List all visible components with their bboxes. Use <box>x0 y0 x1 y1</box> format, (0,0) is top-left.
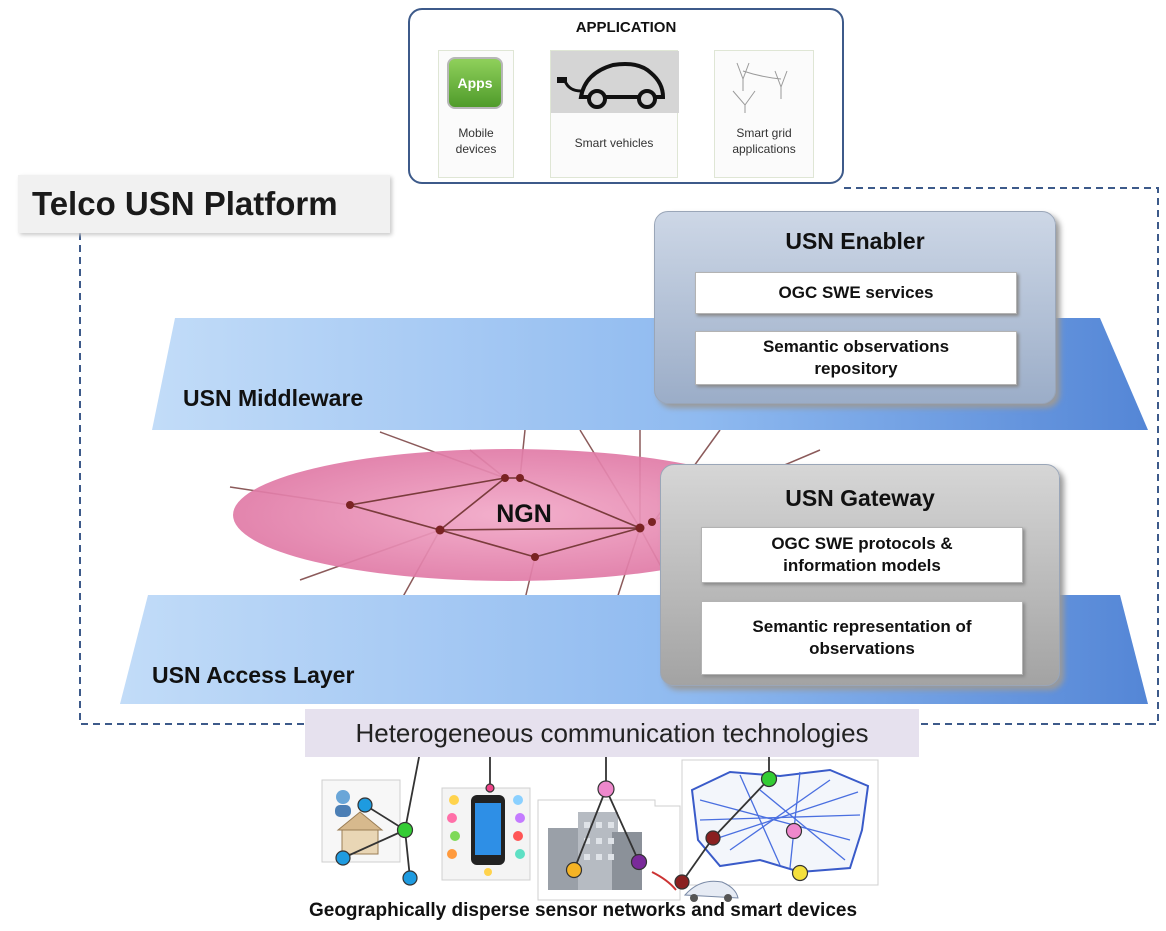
sensor-links <box>342 751 770 883</box>
semantic-observations-repository-box: Semantic observations repository <box>695 331 1017 385</box>
heterogeneous-banner: Heterogeneous communication technologies <box>305 709 919 757</box>
tile-mobile-devices-label: Mobile devices <box>455 126 497 156</box>
ngn-nodes <box>346 474 656 561</box>
tile-smart-vehicles: Smart vehicles <box>550 50 679 178</box>
ngn-label: NGN <box>496 500 552 528</box>
tile-smart-grid: Smart grid applications <box>714 50 814 178</box>
grid-icon <box>732 62 788 113</box>
application-box: APPLICATION Apps Mobile devices Smart ve… <box>408 8 844 184</box>
usn-enabler-title: USN Enabler <box>785 228 925 254</box>
car-icon <box>651 871 739 902</box>
house-icon <box>321 779 401 863</box>
platform-title: Telco USN Platform <box>18 175 390 233</box>
buildings-icon <box>537 799 681 901</box>
tile-mobile-devices: Apps Mobile devices <box>438 50 514 178</box>
semantic-representation-box: Semantic representation of observations <box>701 601 1023 675</box>
usn-gateway-box: USN Gateway OGC SWE protocols & informat… <box>660 464 1060 686</box>
map-icon <box>681 759 879 886</box>
apps-icon: Apps <box>447 57 503 109</box>
bottom-caption: Geographically disperse sensor networks … <box>308 900 858 921</box>
middleware-label: USN Middleware <box>183 385 363 411</box>
car-icon <box>551 51 679 113</box>
usn-enabler-box: USN Enabler OGC SWE services Semantic ob… <box>654 211 1056 404</box>
tile-smart-vehicles-label: Smart vehicles <box>574 136 654 150</box>
ogc-swe-services-box: OGC SWE services <box>695 272 1017 314</box>
platform-border <box>79 187 1159 725</box>
ngn-links-front <box>349 477 641 558</box>
phone-icon <box>441 787 531 881</box>
usn-gateway-title: USN Gateway <box>785 485 935 511</box>
ngn-ellipse <box>233 449 787 581</box>
ogc-swe-protocols-box: OGC SWE protocols & information models <box>701 527 1023 583</box>
access-label: USN Access Layer <box>152 662 354 688</box>
sensor-nodes <box>335 770 809 890</box>
tile-smart-grid-label: Smart grid applications <box>732 126 796 156</box>
application-title: APPLICATION <box>575 19 677 36</box>
